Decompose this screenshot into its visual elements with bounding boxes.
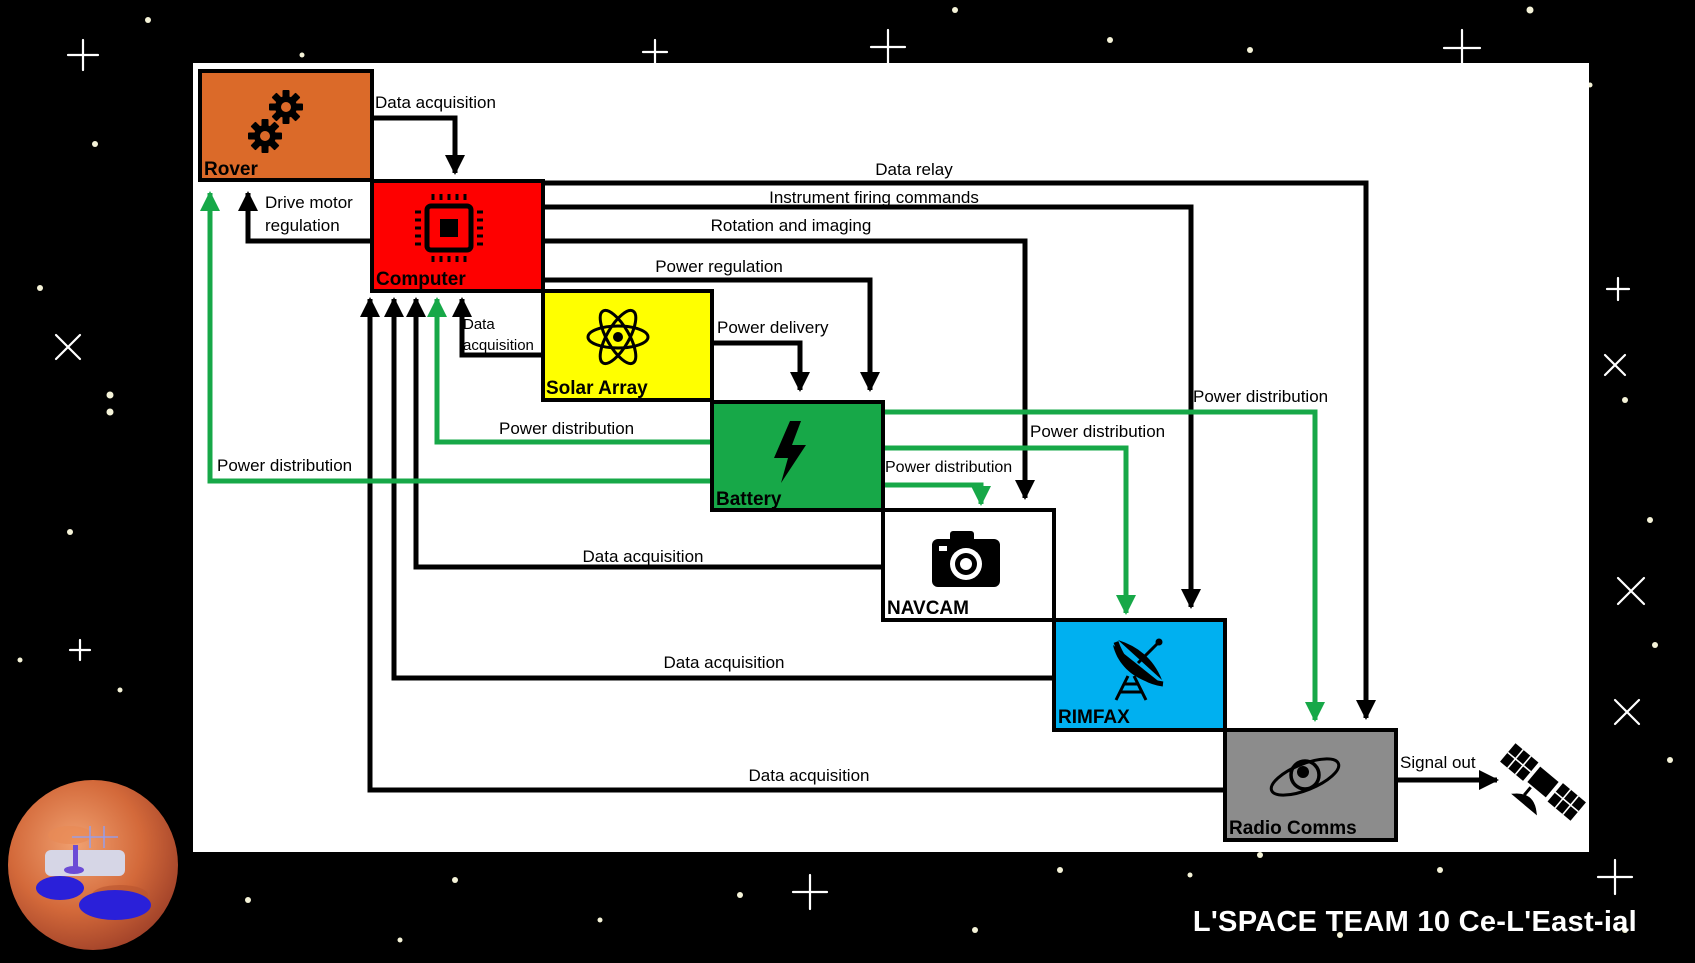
atom-icon bbox=[586, 308, 650, 366]
camera-icon bbox=[932, 531, 1000, 587]
block-radio-comms: Radio Comms bbox=[1223, 728, 1398, 842]
flow-navcam-data-acquisition bbox=[406, 297, 883, 570]
power-flow-lines bbox=[200, 191, 1325, 722]
data-flow-lines bbox=[238, 115, 1499, 793]
flow-battery-to-computer bbox=[427, 297, 712, 445]
flow-computer-to-rover bbox=[238, 191, 372, 244]
radar-dish-icon bbox=[1113, 638, 1164, 701]
sparkle-stars bbox=[54, 28, 1646, 911]
label-power-regulation: Power regulation bbox=[655, 257, 783, 276]
gears-icon bbox=[248, 90, 303, 153]
lightning-bolt-icon bbox=[774, 421, 806, 483]
flow-battery-to-rover bbox=[200, 191, 712, 484]
cpu-chip-icon bbox=[415, 194, 483, 262]
label-data-relay: Data relay bbox=[875, 160, 953, 179]
navcam-label: NAVCAM bbox=[887, 598, 969, 619]
satellite-icon bbox=[1500, 743, 1586, 821]
flow-battery-to-radio bbox=[883, 409, 1325, 722]
label-battery-to-computer: Power distribution bbox=[499, 419, 634, 438]
flow-rimfax-data-acquisition bbox=[384, 297, 1054, 681]
solar-array-label: Solar Array bbox=[546, 378, 648, 399]
label-rotation-imaging: Rotation and imaging bbox=[711, 216, 872, 235]
label-battery-to-radio: Power distribution bbox=[1193, 387, 1328, 406]
flow-computer-power-regulation bbox=[543, 277, 880, 392]
flow-solar-data-acquisition bbox=[452, 297, 543, 358]
rimfax-label: RIMFAX bbox=[1058, 707, 1130, 728]
label-rover-to-computer: Data acquisition bbox=[375, 93, 496, 112]
block-navcam: NAVCAM bbox=[881, 508, 1056, 622]
label-radio-data-acquisition: Data acquisition bbox=[749, 766, 870, 785]
battery-label: Battery bbox=[716, 489, 782, 510]
block-solar-array: Solar Array bbox=[541, 289, 714, 402]
computer-label: Computer bbox=[376, 269, 466, 290]
flow-computer-data-relay bbox=[543, 180, 1376, 720]
flow-computer-instrument-firing bbox=[543, 204, 1201, 609]
mars-rover-planet-icon bbox=[8, 780, 178, 950]
block-rimfax: RIMFAX bbox=[1052, 618, 1227, 732]
flow-battery-to-rimfax bbox=[883, 445, 1136, 615]
flow-rover-to-computer bbox=[372, 115, 465, 175]
rover-label: Rover bbox=[204, 159, 258, 180]
team-title: L'SPACE TEAM 10 Ce-L'East-ial bbox=[1192, 906, 1637, 938]
label-battery-to-rimfax: Power distribution bbox=[1030, 422, 1165, 441]
label-battery-to-rover: Power distribution bbox=[217, 456, 352, 475]
block-rover: Rover bbox=[198, 69, 374, 182]
label-signal-out: Signal out bbox=[1400, 753, 1476, 772]
label-instrument-firing: Instrument firing commands bbox=[769, 188, 979, 207]
radio-comms-label: Radio Comms bbox=[1229, 818, 1357, 839]
block-computer: Computer bbox=[370, 179, 545, 293]
block-battery: Battery bbox=[710, 400, 885, 512]
label-battery-to-navcam: Power distribution bbox=[885, 459, 1012, 476]
label-power-delivery: Power delivery bbox=[717, 318, 829, 337]
label-navcam-data-acquisition: Data acquisition bbox=[583, 547, 704, 566]
flow-battery-to-navcam bbox=[883, 482, 991, 506]
label-rimfax-data-acquisition: Data acquisition bbox=[664, 653, 785, 672]
flow-solar-power-delivery bbox=[712, 340, 810, 392]
planet-orbit-icon bbox=[1269, 757, 1341, 797]
flow-radio-data-acquisition bbox=[360, 297, 1225, 793]
